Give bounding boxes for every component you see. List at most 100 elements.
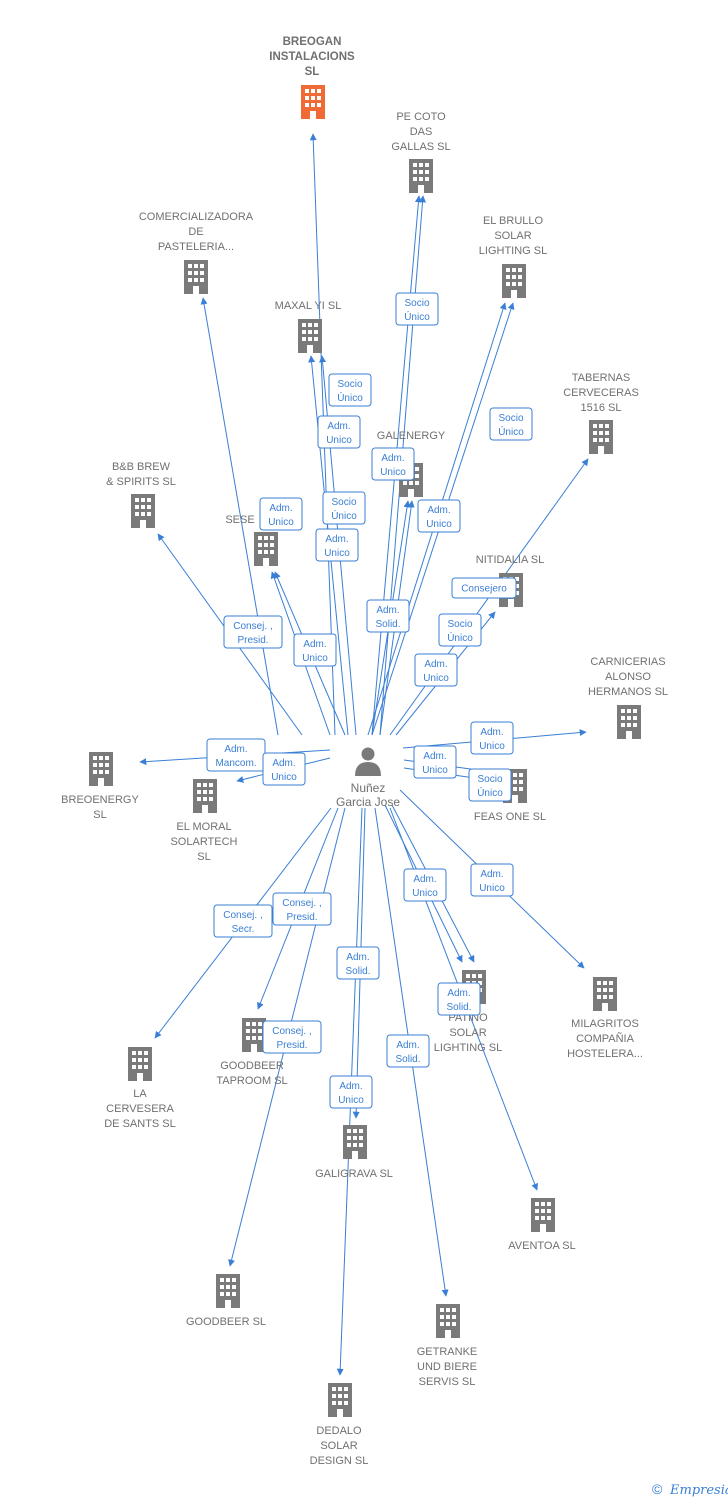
role-label: Adm.Unico <box>479 869 505 894</box>
company-label: AVENTOA SL <box>508 1240 575 1252</box>
role-badge[interactable]: Adm.Unico <box>414 653 458 687</box>
company-node-nitidalia[interactable]: NITIDALIA SL <box>476 554 544 607</box>
role-label: Adm.Unico <box>302 639 328 664</box>
role-badge[interactable]: Adm.Unico <box>317 415 361 449</box>
person-icon <box>355 747 381 776</box>
building-icon <box>593 977 617 1011</box>
role-label: Adm.Unico <box>268 503 294 528</box>
building-icon <box>328 1383 352 1417</box>
role-label: Adm.Unico <box>412 874 438 899</box>
footer: © Empresia <box>652 1481 728 1498</box>
role-label: Consejero <box>461 584 507 595</box>
role-label: Adm.Unico <box>423 659 449 684</box>
role-badge[interactable]: Adm.Unico <box>413 745 457 779</box>
role-badge[interactable]: Adm.Unico <box>293 633 337 667</box>
building-icon <box>193 779 217 813</box>
company-node-bb-brew[interactable]: B&B BREW& SPIRITS SL <box>106 461 176 528</box>
building-icon <box>298 319 322 353</box>
company-label: GALENERGY <box>377 430 446 442</box>
building-icon <box>254 532 278 566</box>
role-badge[interactable]: Adm.Solid. <box>437 982 481 1016</box>
building-icon <box>531 1198 555 1232</box>
building-icon <box>184 260 208 294</box>
company-label: SESE <box>225 514 254 526</box>
role-badge[interactable]: Adm.Unico <box>371 447 415 481</box>
role-badge[interactable]: Adm.Unico <box>470 863 514 897</box>
role-badge[interactable]: Adm.Solid. <box>386 1034 430 1068</box>
company-node-maxal[interactable]: MAXAL YI SL <box>275 300 342 353</box>
role-label: Adm.Unico <box>426 505 452 530</box>
role-label: Adm.Unico <box>324 534 350 559</box>
building-icon <box>502 264 526 298</box>
building-icon <box>89 752 113 786</box>
company-node-feas-one[interactable]: FEAS ONE SL <box>474 769 546 823</box>
company-label: MAXAL YI SL <box>275 300 342 312</box>
role-badge[interactable]: Consej. ,Presid. <box>223 615 283 649</box>
role-label: Adm.Solid. <box>375 605 400 630</box>
role-badge[interactable]: Consej. ,Presid. <box>272 892 332 926</box>
role-label: Adm.Unico <box>271 758 297 783</box>
role-label: Adm.Unico <box>326 421 352 446</box>
role-badge[interactable]: Adm.Unico <box>259 497 303 531</box>
brand-logo: Empresia <box>669 1483 728 1498</box>
building-icon <box>301 85 325 119</box>
role-label: Consej. ,Presid. <box>272 1026 311 1051</box>
role-badge[interactable]: Adm.Mancom. <box>206 738 266 772</box>
company-node-goodbeer[interactable]: GOODBEER SL <box>186 1274 266 1328</box>
role-label: Adm.Solid. <box>345 952 370 977</box>
role-badge[interactable]: Consejero <box>451 577 517 599</box>
company-label: GOODBEER SL <box>186 1316 266 1328</box>
role-badge[interactable]: Adm.Solid. <box>336 946 380 980</box>
company-node-galenergy[interactable]: GALENERGY <box>377 430 446 497</box>
role-label: Adm.Mancom. <box>215 744 256 769</box>
role-badge[interactable]: Adm.Solid. <box>366 599 410 633</box>
role-badge[interactable]: Adm.Unico <box>315 528 359 562</box>
role-badge[interactable]: Adm.Unico <box>417 499 461 533</box>
role-badge[interactable]: Adm.Unico <box>403 868 447 902</box>
company-node-aventoa[interactable]: AVENTOA SL <box>508 1198 576 1252</box>
company-node-sese[interactable]: SESE <box>225 514 278 566</box>
role-badge[interactable]: Consej. ,Presid. <box>262 1020 322 1054</box>
role-badge[interactable]: Adm.Unico <box>262 752 306 786</box>
role-badge[interactable]: Consej. ,Secr. <box>213 904 273 938</box>
role-badge[interactable]: Adm.Unico <box>329 1075 373 1109</box>
role-label: Consej. ,Presid. <box>233 621 272 646</box>
company-node-galigrava[interactable]: GALIGRAVA SL <box>315 1125 393 1180</box>
role-badge[interactable]: Adm.Unico <box>470 721 514 755</box>
